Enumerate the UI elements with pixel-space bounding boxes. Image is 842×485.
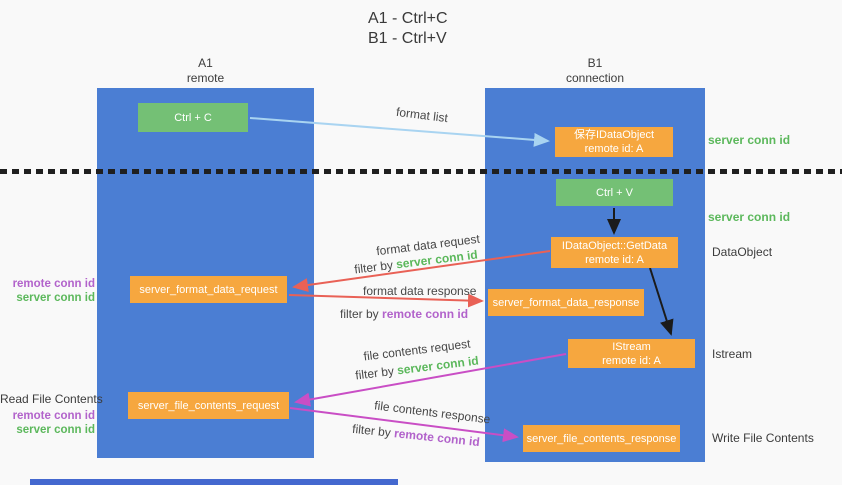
ctrl-c-node: Ctrl + C bbox=[138, 103, 248, 132]
file-contents-response-filter-label: filter by remote conn id bbox=[351, 421, 481, 450]
server-format-data-request-label: server_format_data_request bbox=[139, 283, 278, 296]
file-contents-response-message-label: file contents response bbox=[373, 398, 492, 427]
server-format-data-request-node: server_format_data_request bbox=[130, 276, 287, 303]
save-dataobject-line1: 保存IDataObject bbox=[573, 129, 655, 141]
title-line-2: B1 - Ctrl+V bbox=[368, 30, 447, 47]
getdata-line1: IDataObject::GetData bbox=[561, 239, 668, 252]
istream-node: IStream remote id: A bbox=[568, 339, 695, 368]
column-header-a1: A1 remote bbox=[97, 56, 314, 86]
column-a1-id: A1 bbox=[198, 56, 213, 70]
session-separator-dotted-line bbox=[0, 169, 842, 174]
server-file-contents-response-node: server_file_contents_response bbox=[523, 425, 680, 452]
ctrl-v-label: Ctrl + V bbox=[596, 186, 633, 199]
save-dataobject-node: 保存IDataObject remote id: A bbox=[555, 127, 673, 157]
column-b1-id: B1 bbox=[587, 56, 603, 70]
format-conn-ids: remote conn id server conn id bbox=[0, 277, 95, 305]
format-data-response-filter-label: filter by remote conn id bbox=[340, 307, 469, 321]
column-b1-role: connection bbox=[565, 71, 625, 85]
server-format-data-response-label: server_format_data_response bbox=[492, 296, 640, 309]
column-header-b1: B1 connection bbox=[485, 56, 705, 86]
file-remote-conn-id: remote conn id bbox=[12, 410, 95, 422]
dataobject-annotation: DataObject bbox=[712, 245, 773, 259]
diagram-title: A1 - Ctrl+C B1 - Ctrl+V bbox=[368, 9, 448, 49]
istream-line1: IStream bbox=[612, 340, 651, 353]
getdata-line2: remote id: A bbox=[585, 253, 644, 266]
server-format-data-response-node: server_format_data_response bbox=[488, 289, 644, 316]
format-data-response-message-label: format data response bbox=[363, 284, 477, 298]
save-dataobject-line2: remote id: A bbox=[584, 143, 644, 155]
format-remote-conn-id: remote conn id bbox=[12, 278, 95, 290]
background-window-edge bbox=[30, 479, 398, 485]
server-conn-id-mid-label: server conn id bbox=[708, 210, 791, 224]
istream-annotation: Istream bbox=[712, 347, 753, 361]
column-a1-role: remote bbox=[186, 71, 225, 85]
ctrl-c-label: Ctrl + C bbox=[174, 111, 212, 124]
format-server-conn-id: server conn id bbox=[16, 292, 95, 304]
getdata-node: IDataObject::GetData remote id: A bbox=[551, 237, 678, 268]
file-conn-ids: remote conn id server conn id bbox=[0, 409, 95, 437]
format-list-message-label: format list bbox=[395, 104, 449, 126]
file-server-conn-id: server conn id bbox=[16, 424, 95, 436]
server-conn-id-top-label: server conn id bbox=[708, 133, 791, 147]
ctrl-v-node: Ctrl + V bbox=[556, 179, 673, 206]
server-file-contents-request-label: server_file_contents_request bbox=[137, 399, 280, 412]
server-file-contents-request-node: server_file_contents_request bbox=[128, 392, 289, 419]
read-file-contents-annotation: Read File Contents bbox=[0, 392, 103, 406]
server-file-contents-response-label: server_file_contents_response bbox=[526, 432, 677, 445]
istream-line2: remote id: A bbox=[602, 354, 661, 367]
write-file-contents-annotation: Write File Contents bbox=[712, 431, 814, 445]
title-line-1: A1 - Ctrl+C bbox=[368, 10, 448, 27]
